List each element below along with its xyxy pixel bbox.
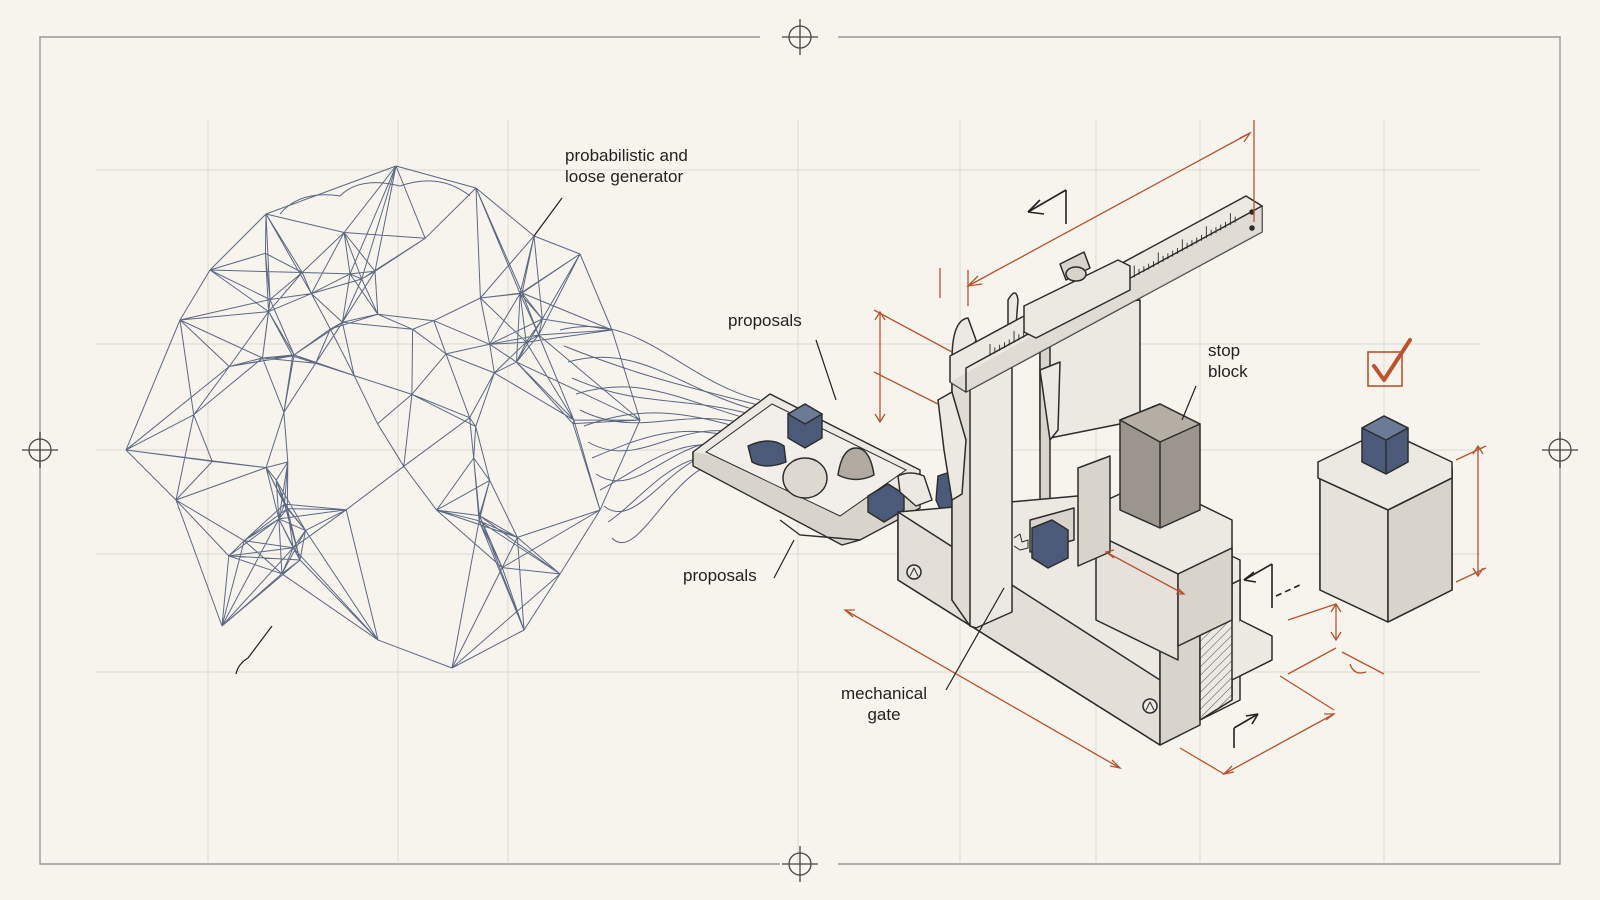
label-generator-line2: loose generator [565,167,683,186]
label-stop-line2: block [1208,362,1248,381]
label-gate-line2: gate [867,705,900,724]
crosshair-icon [22,19,1578,882]
check-icon [1367,338,1412,387]
direction-arrows [1027,189,1303,748]
accepted-output-block [1317,415,1453,623]
label-proposals-bottom: proposals [683,566,757,585]
generator-wisps [279,180,761,544]
leader-lines [235,197,1197,691]
label-proposals-top: proposals [728,311,802,330]
label-stop-line1: stop [1208,341,1240,360]
mechanical-gate [897,195,1273,746]
proposals-tray [692,393,963,546]
label-gate-line1: mechanical [841,684,927,703]
label-generator-line1: probabilistic and [565,146,688,165]
generator-network [125,165,641,669]
dimension-lines [843,120,1487,776]
